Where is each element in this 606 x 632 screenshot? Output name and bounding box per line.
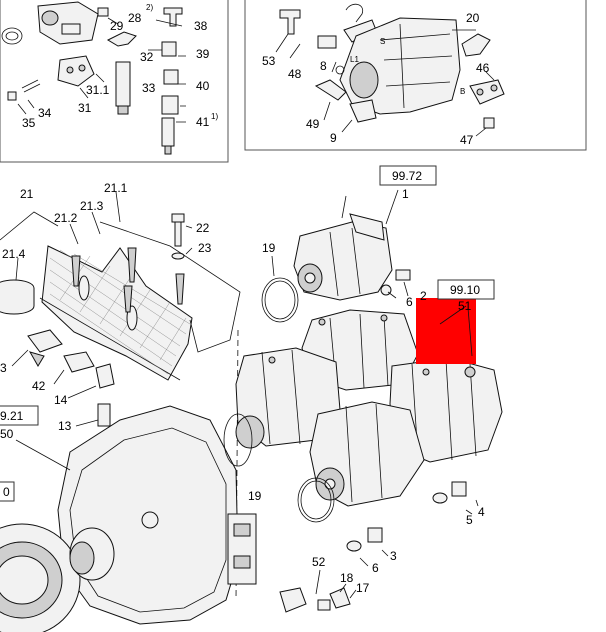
callout-17: 17 bbox=[356, 581, 370, 595]
o-ring-19-bottom bbox=[297, 477, 335, 523]
callout-20: 20 bbox=[466, 11, 480, 25]
callout-14: 14 bbox=[54, 393, 68, 407]
callout-35: 35 bbox=[22, 116, 36, 130]
ref-box-9-21: 9.21 bbox=[0, 409, 24, 423]
callout-21-2: 21.2 bbox=[54, 211, 78, 225]
callout-32: 32 bbox=[140, 50, 154, 64]
callout-48: 48 bbox=[288, 67, 302, 81]
callout-41: 41 bbox=[196, 115, 210, 129]
ref-box-99-72: 99.72 bbox=[392, 169, 422, 183]
o-ring-19-top bbox=[261, 277, 299, 323]
callout-34: 34 bbox=[38, 106, 52, 120]
callout-50: 50 bbox=[0, 427, 14, 441]
ref-box-0-frame bbox=[0, 481, 15, 502]
callout-49: 49 bbox=[306, 117, 320, 131]
callout-41-footnote: 1) bbox=[211, 112, 218, 121]
callout-B: B bbox=[460, 87, 465, 96]
callout-6-bottom: 6 bbox=[372, 561, 379, 575]
ref-box-99-10: 99.10 bbox=[450, 283, 480, 297]
callout-21-1: 21.1 bbox=[104, 181, 128, 195]
inset-frame-left bbox=[0, 0, 229, 163]
fittings-left bbox=[11, 329, 115, 427]
callout-2: 2 bbox=[420, 289, 427, 303]
callout-21: 21 bbox=[20, 187, 34, 201]
gear-bearing bbox=[0, 523, 115, 632]
callout-21-3: 21.3 bbox=[80, 199, 104, 213]
callout-18: 18 bbox=[340, 571, 354, 585]
fittings-bottom-right bbox=[279, 481, 479, 613]
callout-19-top: 19 bbox=[262, 241, 276, 255]
callout-L1: L1 bbox=[350, 55, 359, 64]
ref-box-9-21-frame bbox=[0, 405, 39, 426]
callout-42: 42 bbox=[32, 379, 46, 393]
hydraulic-pump-1 bbox=[293, 189, 411, 301]
inset-frame-right bbox=[244, 0, 587, 151]
reference-boxes: 99.72 99.10 9.21 0 bbox=[0, 165, 495, 502]
callout-8: 8 bbox=[320, 59, 327, 73]
callout-39: 39 bbox=[196, 47, 210, 61]
highlight-part-51 bbox=[416, 298, 476, 364]
callout-3-left: 3 bbox=[0, 361, 7, 375]
callout-6-top: 6 bbox=[406, 295, 413, 309]
callout-38: 38 bbox=[194, 19, 208, 33]
callout-22: 22 bbox=[196, 221, 210, 235]
mounting-guide-21 bbox=[0, 191, 241, 381]
callout-28: 28 bbox=[128, 11, 142, 25]
ref-box-0: 0 bbox=[3, 485, 10, 499]
callout-S: S bbox=[380, 37, 385, 46]
callout-1: 1 bbox=[402, 187, 409, 201]
callout-47: 47 bbox=[460, 133, 474, 147]
callout-51: 51 bbox=[458, 299, 472, 313]
callout-21-4: 21.4 bbox=[2, 247, 26, 261]
callout-3-bottom: 3 bbox=[390, 549, 397, 563]
callout-40: 40 bbox=[196, 79, 210, 93]
callout-19-bottom: 19 bbox=[248, 489, 262, 503]
callout-13: 13 bbox=[58, 419, 72, 433]
callout-23: 23 bbox=[198, 241, 212, 255]
callout-31: 31 bbox=[78, 101, 92, 115]
inset-right-parts bbox=[275, 3, 505, 137]
ref-box-99-10-frame bbox=[437, 279, 495, 300]
callout-5: 5 bbox=[466, 513, 473, 527]
inset-left-parts bbox=[1, 1, 186, 155]
callout-29: 29 bbox=[110, 19, 124, 33]
callout-labels: 29 28 2) 38 32 39 33 40 31.1 31 41 1) 34… bbox=[0, 3, 490, 595]
pump-cluster bbox=[235, 309, 503, 601]
callout-4: 4 bbox=[478, 505, 485, 519]
callout-31-1: 31.1 bbox=[86, 83, 110, 97]
callout-28-footnote: 2) bbox=[146, 3, 153, 12]
callout-53: 53 bbox=[262, 54, 276, 68]
callout-33: 33 bbox=[142, 81, 156, 95]
ref-box-99-72-frame bbox=[379, 165, 437, 186]
callout-52: 52 bbox=[312, 555, 326, 569]
callout-9: 9 bbox=[330, 131, 337, 145]
callout-46: 46 bbox=[476, 61, 490, 75]
